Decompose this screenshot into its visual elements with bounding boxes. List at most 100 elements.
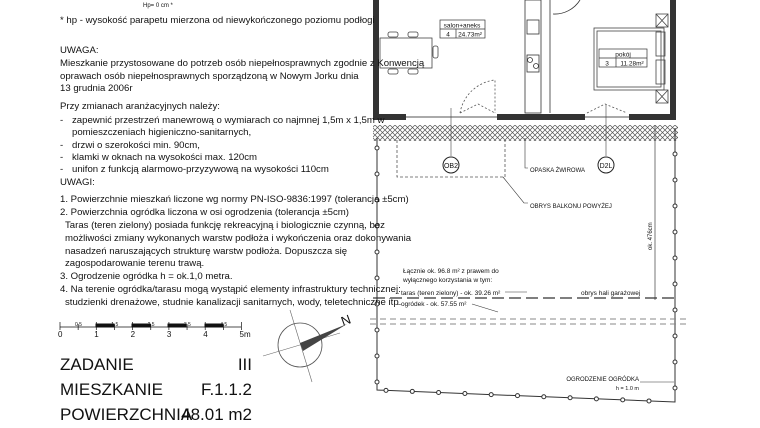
- info-value: F.1.1.2: [200, 380, 252, 399]
- scale-minor-label: 3.5: [183, 322, 191, 328]
- room-label-pokoj: [598, 48, 648, 68]
- fence-post: [374, 301, 380, 307]
- change-item: zapewnić przestrzeń manewrową o wymiarac…: [72, 115, 385, 126]
- fence-post: [374, 223, 380, 229]
- area-notes: Łącznie ok. 96.8 m² z prawem do wyłączne…: [397, 268, 501, 308]
- uwagi-item: Taras (teren zielony) posiada funkcję re…: [65, 220, 385, 231]
- uwaga-line: 13 grudnia 2006r: [60, 83, 133, 94]
- fence-post: [374, 197, 380, 203]
- uwagi-item: zagospodarowanie terenu trawą.: [65, 258, 205, 269]
- fence-post: [515, 393, 520, 399]
- fence-post: [567, 395, 573, 401]
- room-area: 24.73m²: [458, 32, 483, 39]
- garage-label: obrys hali garażowej: [581, 290, 640, 297]
- tag-ob2-label: OB2: [444, 163, 458, 170]
- changes-title: Przy zmianach aranżacyjnych należy:: [60, 101, 220, 112]
- gravel-label: OPASKA ŻWIROWA: [530, 167, 585, 174]
- uwaga-title: UWAGA:: [60, 45, 99, 56]
- scale-label: 2: [130, 330, 136, 339]
- garden-fence: [374, 128, 678, 404]
- scale-bar: [59, 322, 242, 330]
- bed: [593, 13, 669, 104]
- fence-post: [672, 203, 678, 209]
- fence-post: [436, 389, 442, 395]
- fence-post: [374, 327, 380, 333]
- uwagi-item: 3. Ogrodzenie ogródka h = ok.1,0 metra.: [60, 271, 233, 282]
- bullet: -: [60, 115, 64, 126]
- fence-post: [672, 151, 678, 157]
- fence-post: [374, 353, 380, 359]
- bullet: -: [60, 164, 64, 175]
- fence-post: [672, 359, 678, 365]
- fence-post: [374, 171, 380, 177]
- uwaga-line: oprawach osób niepełnosprawnych sporządz…: [60, 71, 359, 82]
- hp-note: * hp - wysokość parapetu mierzona od nie…: [60, 15, 375, 26]
- fence-post: [541, 394, 547, 400]
- svg-text:- taras (teren zielony) - ok.: - taras (teren zielony) - ok. 39.26 m²: [397, 290, 501, 297]
- scale-label: 3: [166, 330, 172, 339]
- tag-d2l: [597, 156, 615, 174]
- svg-text:- ogródek - ok. 57.55 m²: - ogródek - ok. 57.55 m²: [397, 301, 467, 308]
- room-number: 4: [446, 32, 450, 39]
- info-value: 48.01 m2: [181, 405, 252, 424]
- scale-label: 0: [58, 330, 63, 339]
- scale-label: 5m: [239, 330, 251, 339]
- svg-text:wyłącznego korzystania w tym:: wyłącznego korzystania w tym:: [402, 277, 492, 284]
- svg-text:Łącznie ok. 96.8 m² z prawem d: Łącznie ok. 96.8 m² z prawem do: [403, 268, 499, 275]
- scale-minor-label: 4.5: [220, 322, 228, 328]
- scale-minor-label: 0.5: [75, 322, 82, 328]
- change-item: drzwi o szerokości min. 90cm,: [72, 140, 200, 151]
- kitchen-counter: [524, 0, 581, 114]
- fence-post: [488, 392, 494, 398]
- balcony-doors: [459, 79, 628, 114]
- fence-label: OGRODZENIE OGRÓDKA: [566, 376, 639, 383]
- fence-post: [672, 255, 678, 261]
- uwagi-item: możliwości zmiany wykonanych warstw podł…: [65, 233, 412, 244]
- fence-post: [593, 396, 599, 402]
- fence-post: [672, 229, 678, 235]
- room-label-salon: [439, 19, 486, 39]
- uwagi-item: 4. Na terenie ogródka/tarasu mogą wystąp…: [60, 284, 401, 295]
- fence-post: [672, 385, 678, 391]
- uwagi-item: nasadzeń naruszających strukturę warstw …: [65, 246, 348, 257]
- info-label: MIESZKANIE: [60, 380, 163, 399]
- north-label: N: [339, 312, 353, 329]
- fence-post: [672, 307, 678, 313]
- bullet: -: [60, 152, 64, 163]
- north-arrow-icon: N: [262, 309, 353, 383]
- bullet: -: [60, 140, 64, 151]
- change-item: pomieszczeniach higieniczno-sanitarnych,: [72, 127, 252, 138]
- dining-table: [379, 31, 439, 75]
- fence-post: [409, 388, 415, 394]
- tag-ob2: [442, 156, 460, 174]
- uwagi-item: 1. Powierzchnie mieszkań liczone wg norm…: [60, 194, 409, 205]
- fence-post: [383, 387, 389, 393]
- fence-post: [374, 145, 380, 151]
- room-number: 3: [605, 61, 609, 68]
- fence-post: [672, 333, 678, 339]
- hp-value: Hp= 0 cm *: [143, 3, 173, 9]
- gravel-band: [373, 125, 678, 141]
- fence-post: [462, 391, 468, 397]
- fence-post: [620, 397, 626, 403]
- dimension-label: ok. 476cm: [648, 222, 654, 250]
- fence-post: [374, 249, 380, 255]
- walls: [373, 0, 676, 120]
- balcony-label: OBRYS BALKONU POWYŻEJ: [530, 203, 612, 210]
- info-label: ZADANIE: [60, 355, 134, 374]
- fence-post: [672, 281, 678, 287]
- fence-post: [374, 275, 380, 281]
- scale-label: 4: [203, 330, 208, 339]
- fence-post: [646, 398, 652, 404]
- scale-label: 1: [94, 330, 99, 339]
- room-name: pokój: [615, 52, 631, 59]
- change-item: unifon z funkcją alarmowo-przyzywową na …: [72, 164, 329, 175]
- room-area: 11.28m²: [620, 61, 644, 68]
- tag-d2l-label: D2L: [600, 163, 613, 170]
- uwagi-title: UWAGI:: [60, 177, 95, 188]
- uwagi-item: studzienki drenażowe, studnie kanalizacj…: [65, 297, 402, 308]
- info-label: POWIERZCHNIA: [60, 405, 193, 424]
- scale-minor-label: 2.5: [147, 322, 155, 328]
